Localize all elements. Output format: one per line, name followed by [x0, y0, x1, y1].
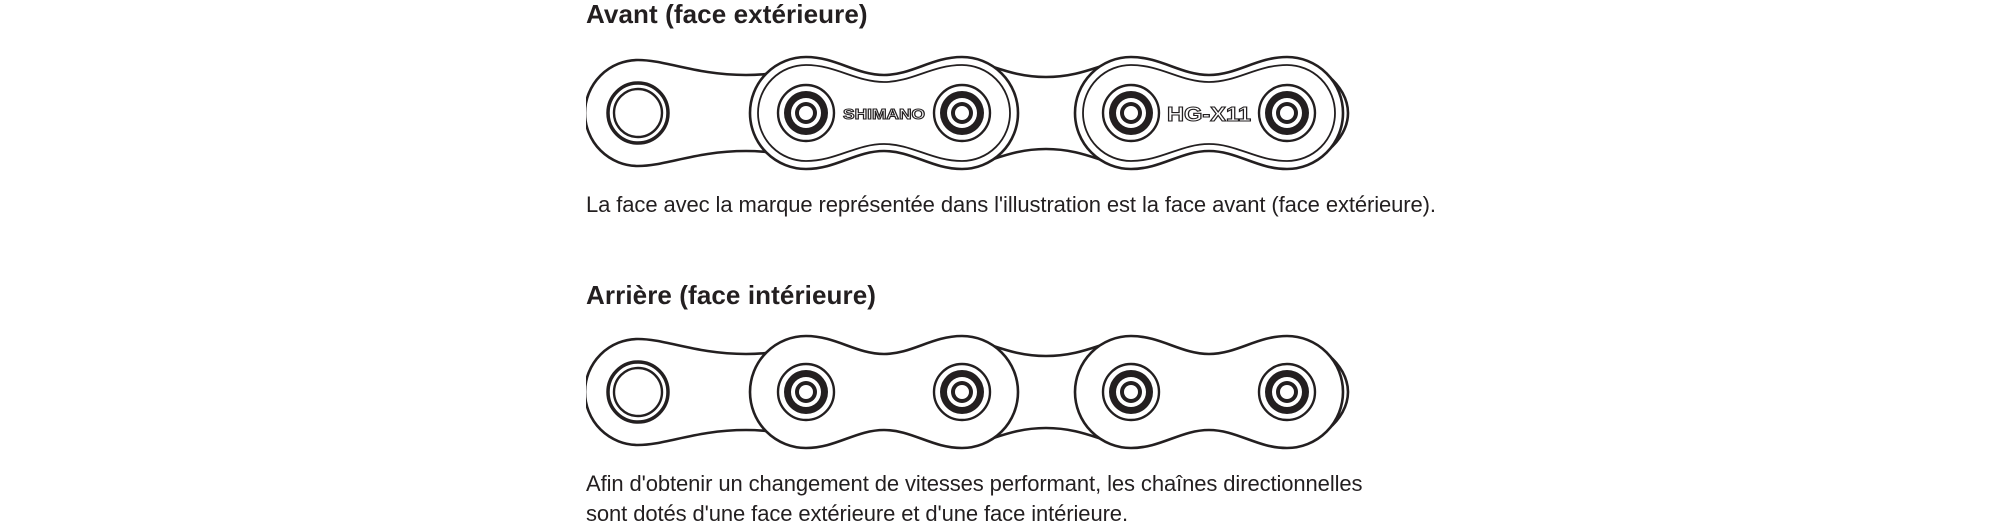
front-chain-illustration: SHIMANO HG-X11: [586, 55, 1366, 175]
back-pin-2: [932, 362, 992, 422]
front-pin-3: [1101, 83, 1161, 143]
back-pin-3: [1101, 362, 1161, 422]
back-chain-illustration: [586, 334, 1366, 454]
back-end-roller: [606, 360, 670, 424]
back-outer-plate-left: [748, 334, 1020, 450]
back-section: Arrière (face intérieure): [586, 280, 1486, 526]
back-caption: Afin d'obtenir un changement de vitesses…: [586, 469, 1363, 529]
back-pin-1: [776, 362, 836, 422]
front-section: Avant (face extérieure): [586, 0, 1486, 217]
front-heading: Avant (face extérieure): [586, 0, 868, 29]
back-caption-line-2: sont dotés d'une face extérieure et d'un…: [586, 501, 1128, 526]
front-pins: [776, 83, 1317, 143]
front-brand-mark-model: HG-X11: [1167, 104, 1251, 126]
back-pins: [776, 362, 1317, 422]
front-chain-svg: SHIMANO HG-X11: [586, 55, 1350, 171]
front-pin-1: [776, 83, 836, 143]
front-end-roller: [606, 81, 670, 145]
front-pin-2: [932, 83, 992, 143]
back-caption-line-1: Afin d'obtenir un changement de vitesses…: [586, 471, 1363, 496]
back-chain-svg: [586, 334, 1350, 450]
back-outer-plate-right: [1073, 334, 1345, 450]
front-caption: La face avec la marque représentée dans …: [586, 192, 1436, 217]
front-brand-mark-shimano: SHIMANO: [843, 106, 925, 123]
front-pin-4: [1257, 83, 1317, 143]
back-pin-4: [1257, 362, 1317, 422]
back-heading: Arrière (face intérieure): [586, 280, 877, 310]
